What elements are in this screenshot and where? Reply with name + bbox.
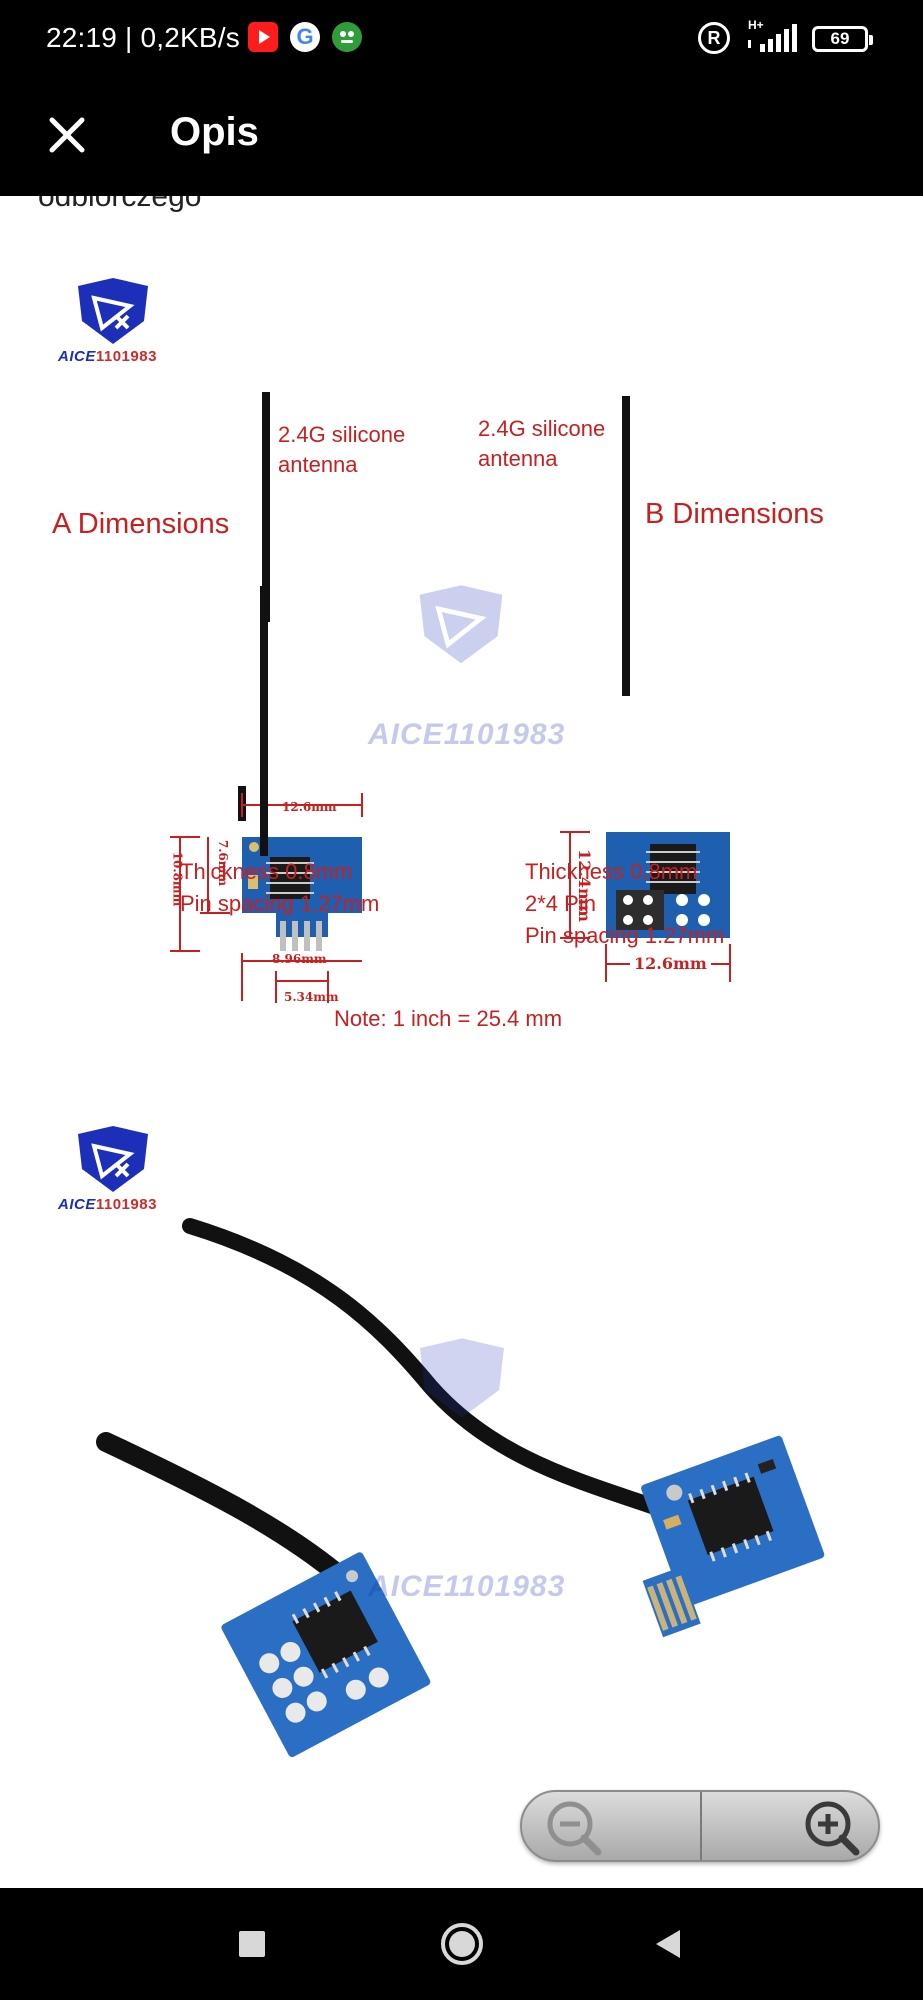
recents-button[interactable] [224,1916,280,1972]
roaming-icon: R [698,22,730,54]
network-type-label: H+ [748,18,764,32]
a-width-top: 12.6mm [282,800,337,814]
a-spec-thickness: Thickness 0.8mm [180,859,353,884]
b-spec-pins: 2*4 Pin [525,891,596,916]
zoom-divider [700,1792,702,1860]
product-photo [96,1218,825,1758]
brand-logo-2: AICE1101983 [58,1124,168,1224]
a-width-bottom: 8.96mm [272,952,327,966]
navigation-bar [0,1888,923,2000]
google-notification-icon: G [290,22,320,52]
watermark-text-2: AICE1101983 [368,1570,565,1604]
a-spec-pin-spacing: Pin spacing 1.27mm [180,891,380,916]
module-a-antenna [260,586,268,856]
watermark-text: AICE1101983 [368,718,565,752]
logo-text-prefix: AICE [58,348,96,365]
logo-text-2-suffix: 1101983 [95,1196,157,1213]
zoom-control [520,1790,880,1862]
b-antenna-label: 2.4G silicone antenna [478,416,606,471]
battery-icon: 69 [812,26,873,52]
description-content[interactable]: odbiorczego AICE1101983 A Dimensions B D… [0,196,923,1888]
module-a-figure [170,793,363,1003]
a-dimensions-label: A Dimensions [52,508,230,540]
module-b-board [550,646,790,846]
module-b-antenna [622,396,630,696]
a-specs: Thickness 0.8mm Pin spacing 1.27mm [180,856,379,920]
page-title: Opis [170,110,259,154]
watermark-text-2-prefix: AICE [368,1570,444,1603]
logo-text-suffix: 1101983 [95,348,157,365]
youtube-notification-icon [248,22,278,52]
shield-icon [78,278,148,344]
zoom-out-icon [547,1801,602,1856]
status-time: 22:19 | 0,2KB/s [46,22,240,53]
zoom-in-button[interactable] [702,1792,880,1860]
watermark-text-suffix: 1101983 [443,718,566,751]
b-spec-pin-spacing: Pin spacing 1.27mm [525,923,725,948]
zoom-in-icon [805,1801,860,1856]
a-pins-width: 5.34mm [284,990,339,1004]
triangle-back-icon [656,1930,680,1958]
logo-text-2: AICE1101983 [58,1196,168,1213]
b-width: 12.6mm [630,954,711,973]
logo-text-2-prefix: AICE [58,1196,96,1213]
zoom-out-button[interactable] [522,1792,700,1860]
square-icon [239,1931,265,1957]
circle-icon [441,1923,483,1965]
home-button[interactable] [434,1916,490,1972]
watermark-text-prefix: AICE [368,718,444,751]
logo-text: AICE1101983 [58,348,168,365]
close-icon [49,117,85,153]
module-a-drawing [262,392,270,622]
watermark-text-2-suffix: 1101983 [443,1570,566,1603]
watermark-shield-icon [419,585,503,664]
back-button[interactable] [640,1916,696,1972]
signal-icon: H+ [744,18,800,54]
app-notification-icon [332,22,362,52]
b-spec-thickness: Thickness 0.8mm [525,859,698,884]
note-text: Note: 1 inch = 25.4 mm [334,1006,563,1031]
cut-off-text: odbiorczego [38,196,202,213]
shield-icon [78,1126,148,1192]
b-dimensions-label: B Dimensions [645,498,824,530]
a-antenna-label: 2.4G silicone antenna [278,422,406,477]
module-b-diagram [560,831,731,982]
status-bar: 22:19 | 0,2KB/s G R H+ 69 [0,0,923,78]
close-button[interactable] [36,104,96,164]
app-bar: Opis [0,78,923,196]
b-specs: Thickness 0.8mm 2*4 Pin Pin spacing 1.27… [525,856,724,952]
brand-logo: AICE1101983 [58,276,168,376]
